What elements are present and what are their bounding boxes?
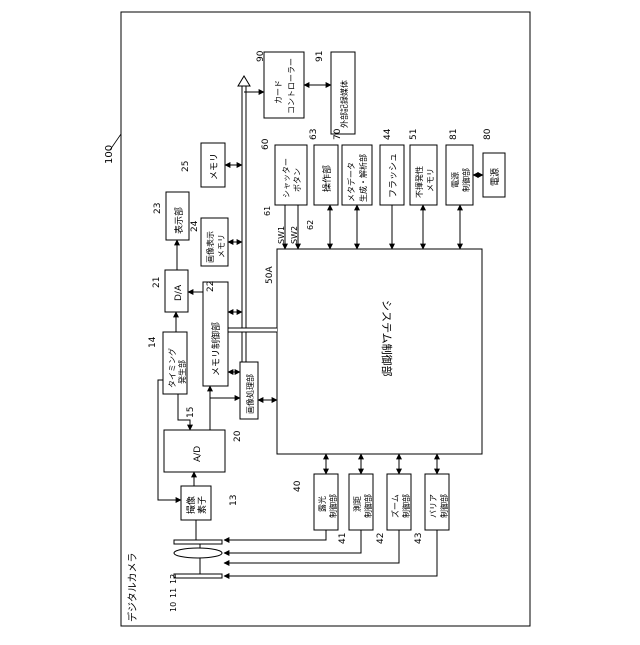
system-bus-arrow [238,76,250,86]
shutter-label-2: ボタン [293,168,302,192]
barrier-block: バリア 制御部 43 [414,474,449,544]
timing-label-1: タイミング [167,348,177,388]
ref-50a: 50A [265,266,275,284]
imaging-label-1: 撮像 [185,496,197,514]
ranging-label-1: 測距 [352,496,362,512]
memory-control-label: メモリ制御部 [210,322,222,376]
ref-24: 24 [190,220,200,232]
image-processing-label: 画像処理部 [245,374,255,414]
power-control-label-2: 制御部 [461,168,471,192]
card-controller-block: カード コントローラー 90 [256,50,304,118]
ranging-block: 測距 制御部 41 [338,474,373,544]
imaging-block: 撮像 素子 13 [181,486,239,520]
ref-100: 100 [104,145,115,164]
ref-81: 81 [449,129,459,140]
ref-61: 61 [263,206,272,216]
external-media-block: 外部記録媒体 91 [315,51,355,134]
memory-control-block: メモリ制御部 22 [203,281,228,386]
ref-23: 23 [153,203,163,214]
ref-63: 63 [309,129,319,140]
metadata-block: メタデータ 生成・解析部 70 [333,128,372,205]
ref-43: 43 [414,533,424,544]
optics-ref-12: 12 [169,574,178,584]
sw2-label: SW2 [290,226,299,244]
ranging-label-2: 制御部 [363,494,373,518]
ref-91: 91 [315,51,325,62]
image-display-memory-label-2: メモリ [217,234,226,258]
shutter-plate [174,574,222,578]
exposure-block: 露光 制御部 40 [293,474,338,530]
shutter-label-1: シャッター [282,158,291,198]
da-block: D/A 21 [152,270,188,312]
ref-70: 70 [333,128,343,140]
metadata-label-1: メタデータ [346,162,356,202]
card-controller-label-2: コントローラー [287,58,296,114]
zoom-label-2: 制御部 [401,494,411,518]
ref-41: 41 [338,533,348,544]
ref-13: 13 [229,495,239,506]
display-label: 表示部 [173,207,185,234]
power-control-block: 電源 制御部 81 [446,129,473,205]
imaging-label-2: 素子 [196,496,208,514]
nonvolatile-label-1: 不揮発性 [414,166,424,198]
da-label: D/A [174,284,184,301]
nonvolatile-label-2: メモリ [426,168,435,192]
memory-label: メモリ [210,153,220,180]
barrier-plate [174,540,222,544]
zoom-label-1: ズーム [390,494,400,518]
ref-14: 14 [148,336,158,348]
ref-15: 15 [186,407,196,418]
ref-90: 90 [256,50,266,62]
ref-60: 60 [261,138,271,150]
operation-label: 操作部 [321,165,333,192]
display-block: 表示部 23 [153,192,189,240]
image-display-memory-block: 画像表示 メモリ 24 [190,218,228,266]
optics-ref-10: 10 [169,602,178,612]
sw1-label: SW1 [277,226,286,244]
image-processing-block: 画像処理部 20 [233,362,258,442]
ad-label: A/D [193,446,203,462]
ref-21: 21 [152,277,162,288]
timing-block: タイミング 発生部 14 [148,332,187,394]
ref-80: 80 [483,128,493,140]
ref-62: 62 [306,220,315,230]
optics: 10 11 12 [169,520,222,612]
ref-22: 22 [206,281,216,292]
timing-label-2: 発生部 [177,360,187,384]
power-block: 電源 80 [483,128,505,197]
optics-ref-11: 11 [169,588,178,598]
barrier-label-2: 制御部 [439,494,449,518]
system-control-block: システム制御部 50A [265,249,482,454]
ref-25: 25 [181,161,191,172]
ref-42: 42 [376,533,386,544]
ref-40: 40 [293,480,303,492]
memory-block: メモリ 25 [181,143,225,187]
exposure-label-1: 露光 [317,496,327,512]
camera-title: デジタルカメラ [126,553,139,623]
nonvolatile-block: 不揮発性 メモリ 51 [409,129,437,205]
ref-100-leader [110,134,121,150]
system-control-label: システム制御部 [380,300,394,377]
ref-44: 44 [383,128,393,140]
ref-51: 51 [409,129,419,140]
external-media-label: 外部記録媒体 [339,80,349,128]
zoom-block: ズーム 制御部 42 [376,474,411,544]
power-label: 電源 [490,168,501,186]
barrier-label-1: バリア [429,494,438,518]
flash-block: フラッシュ 44 [380,128,404,205]
lens [174,548,222,558]
shutter-block: シャッター ボタン 60 [261,138,307,205]
card-controller-label-1: カード [274,80,283,104]
power-control-label-1: 電源 [451,172,460,188]
metadata-label-2: 生成・解析部 [358,154,368,202]
exposure-label-2: 制御部 [328,494,338,518]
ad-block: A/D 15 [164,407,225,472]
image-display-memory-label-1: 画像表示 [205,231,215,263]
ref-20: 20 [233,430,243,442]
flash-label: フラッシュ [388,153,399,198]
